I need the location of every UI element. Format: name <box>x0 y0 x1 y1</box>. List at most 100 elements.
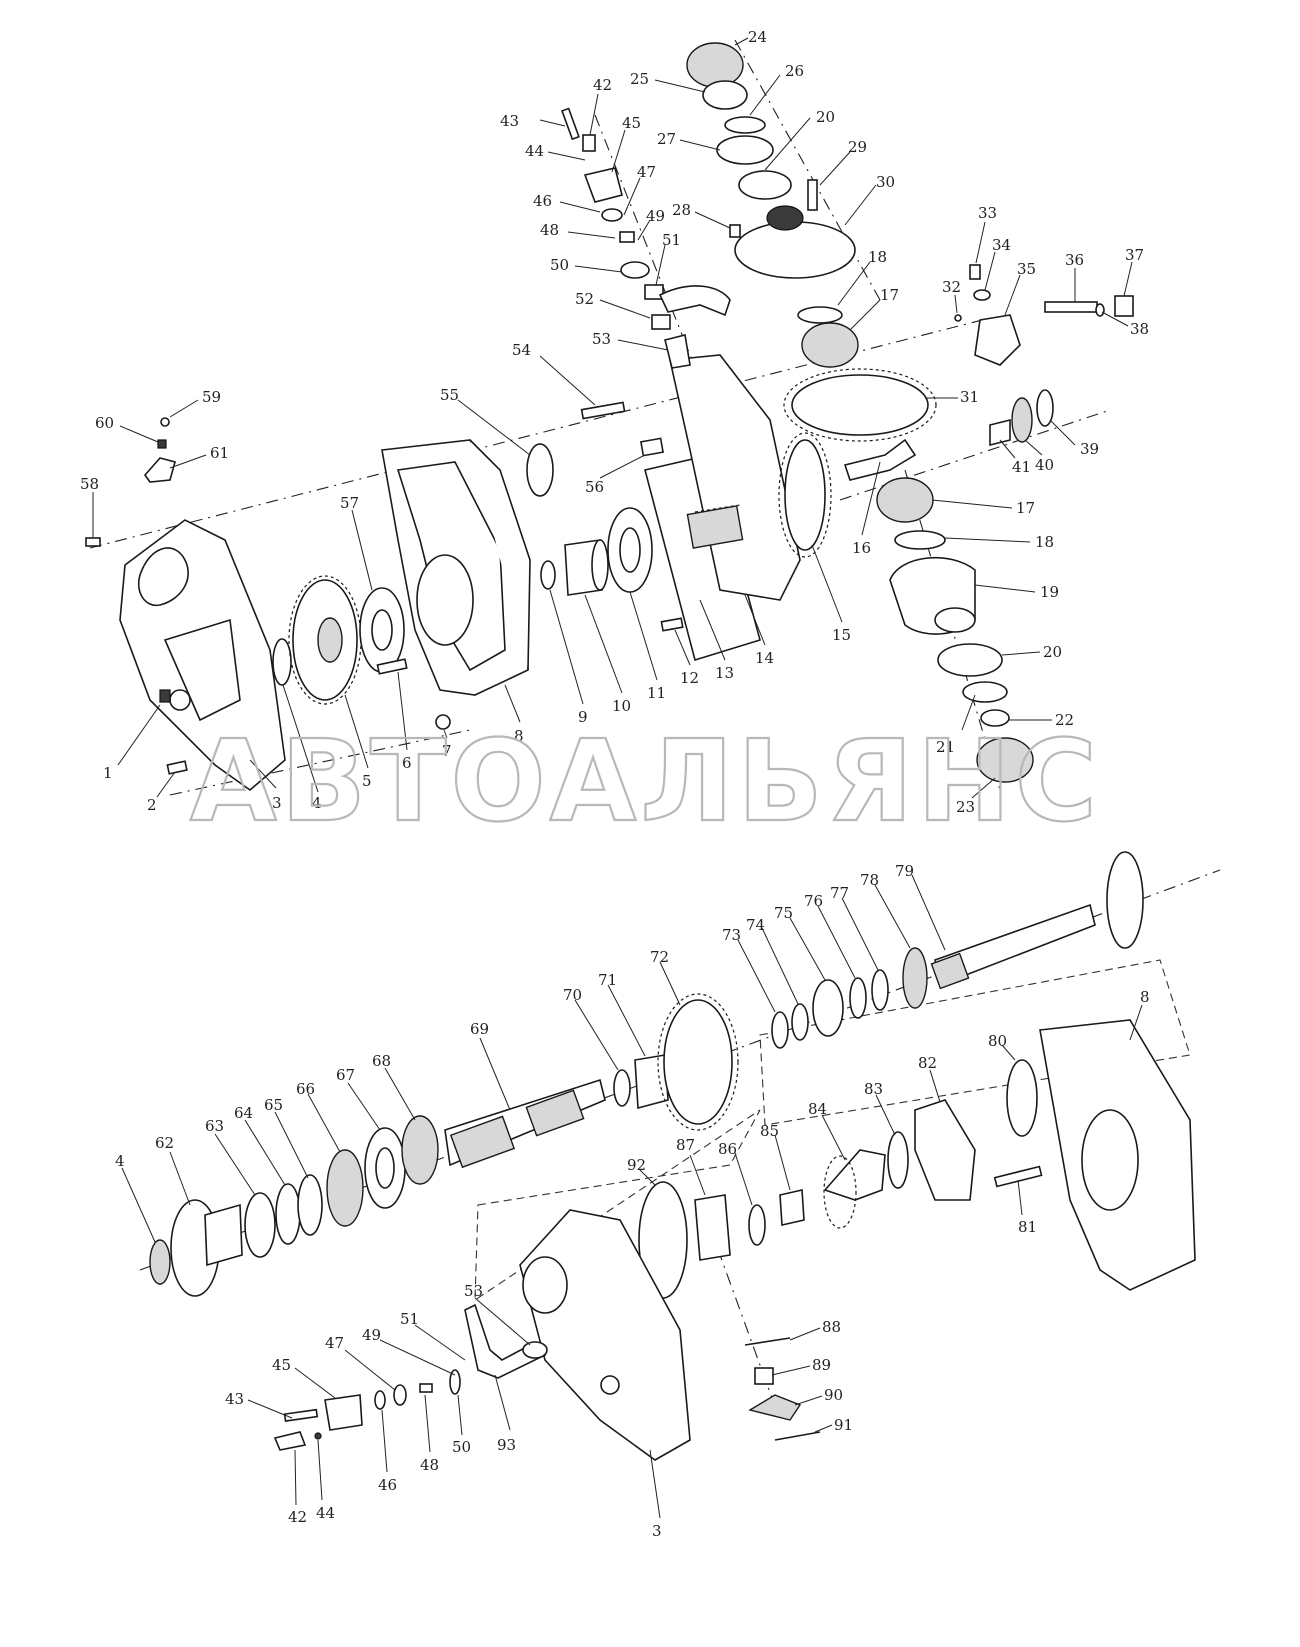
bolt-12 <box>660 617 684 632</box>
main-shaft-69 <box>444 1078 606 1169</box>
callout-48b: 48 <box>420 1456 439 1474</box>
front-cover-housing <box>119 519 286 792</box>
callout-51b: 51 <box>400 1310 419 1328</box>
bearing-4b <box>149 1239 171 1285</box>
callout-45a: 45 <box>622 114 641 132</box>
bearing-66 <box>326 1149 364 1227</box>
callout-9: 9 <box>578 708 588 726</box>
ring-70 <box>613 1069 631 1107</box>
cap-37 <box>1114 295 1134 317</box>
callout-55: 55 <box>440 386 459 404</box>
callout-74: 74 <box>746 916 765 934</box>
lower-assembly <box>139 851 1221 1461</box>
ring-83 <box>887 1131 909 1189</box>
callout-53a: 53 <box>592 330 611 348</box>
differential-bottom <box>876 477 1034 783</box>
callout-78: 78 <box>860 871 879 889</box>
drive-gear-15 <box>784 439 826 551</box>
callout-63: 63 <box>205 1117 224 1135</box>
callout-84: 84 <box>808 1100 827 1118</box>
watermark-text: АВТОАЛЬЯНС <box>190 717 1101 847</box>
group-box-right <box>759 959 1191 1126</box>
callout-92: 92 <box>627 1156 646 1174</box>
callout-44b: 44 <box>316 1504 335 1522</box>
callout-27: 27 <box>657 130 676 148</box>
callout-81: 81 <box>1018 1218 1037 1236</box>
shaft-36 <box>1044 301 1098 313</box>
callout-7: 7 <box>442 742 452 760</box>
callout-20b: 20 <box>1043 643 1062 661</box>
callout-88: 88 <box>822 1318 841 1336</box>
callout-83: 83 <box>864 1080 883 1098</box>
callout-23: 23 <box>956 798 975 816</box>
callout-36: 36 <box>1065 251 1084 269</box>
spider-16 <box>843 438 917 481</box>
callout-76: 76 <box>804 892 823 910</box>
breather-nut <box>157 439 167 449</box>
callout-16: 16 <box>852 539 871 557</box>
callout-14: 14 <box>755 649 774 667</box>
callout-62: 62 <box>155 1134 174 1152</box>
ring-65 <box>297 1174 323 1236</box>
callout-41: 41 <box>1012 458 1031 476</box>
callout-46a: 46 <box>533 192 552 210</box>
breather-cap <box>160 417 170 427</box>
callout-13: 13 <box>715 664 734 682</box>
callout-33: 33 <box>978 204 997 222</box>
seal-80 <box>1006 1059 1038 1137</box>
callout-24: 24 <box>748 28 767 46</box>
callout-69: 69 <box>470 1020 489 1038</box>
callout-18a: 18 <box>868 248 887 266</box>
callout-44a: 44 <box>525 142 544 160</box>
callout-49b: 49 <box>362 1326 381 1344</box>
callout-82: 82 <box>918 1054 937 1072</box>
shift-mechanism-top <box>561 107 731 369</box>
ring-86 <box>748 1204 766 1246</box>
callout-60: 60 <box>95 414 114 432</box>
differential-top <box>686 42 859 368</box>
callout-57: 57 <box>340 494 359 512</box>
callout-26: 26 <box>785 62 804 80</box>
callout-45b: 45 <box>272 1356 291 1374</box>
dowel-56 <box>640 437 664 457</box>
callout-18b: 18 <box>1035 533 1054 551</box>
main-housing <box>381 439 531 696</box>
cross-87 <box>694 1194 731 1261</box>
callout-47a: 47 <box>637 163 656 181</box>
callout-75: 75 <box>774 904 793 922</box>
callout-43a: 43 <box>500 112 519 130</box>
callout-65: 65 <box>264 1096 283 1114</box>
callout-19: 19 <box>1040 583 1059 601</box>
callout-28: 28 <box>672 201 691 219</box>
sleeve-71 <box>634 1054 669 1110</box>
callout-3: 3 <box>272 794 282 812</box>
callout-77: 77 <box>830 884 849 902</box>
callout-54: 54 <box>512 341 531 359</box>
callout-4b: 4 <box>115 1152 125 1170</box>
callout-42b: 42 <box>288 1508 307 1526</box>
callout-8b: 8 <box>1140 988 1150 1006</box>
callout-29: 29 <box>848 138 867 156</box>
snap-ring-9 <box>540 560 556 590</box>
callout-47b: 47 <box>325 1334 344 1352</box>
bolt-81 <box>993 1165 1043 1188</box>
callout-86: 86 <box>718 1140 737 1158</box>
upper-assembly <box>85 39 1134 796</box>
front-cover-lower <box>519 1209 691 1461</box>
gear-68 <box>401 1115 439 1185</box>
callout-4: 4 <box>312 794 322 812</box>
callout-38: 38 <box>1130 320 1149 338</box>
carrier-housing <box>669 354 801 601</box>
callout-40: 40 <box>1035 456 1054 474</box>
callout-11: 11 <box>647 684 666 702</box>
callout-90: 90 <box>824 1386 843 1404</box>
gasket-13 <box>644 454 761 662</box>
callout-89: 89 <box>812 1356 831 1374</box>
shift-mechanism-bottom <box>273 1303 548 1451</box>
callout-1: 1 <box>103 764 113 782</box>
callout-12: 12 <box>680 669 699 687</box>
callout-49a: 49 <box>646 207 665 225</box>
callout-25: 25 <box>630 70 649 88</box>
shift-fork-35 <box>974 314 1021 366</box>
main-housing-lower <box>1039 1019 1196 1291</box>
